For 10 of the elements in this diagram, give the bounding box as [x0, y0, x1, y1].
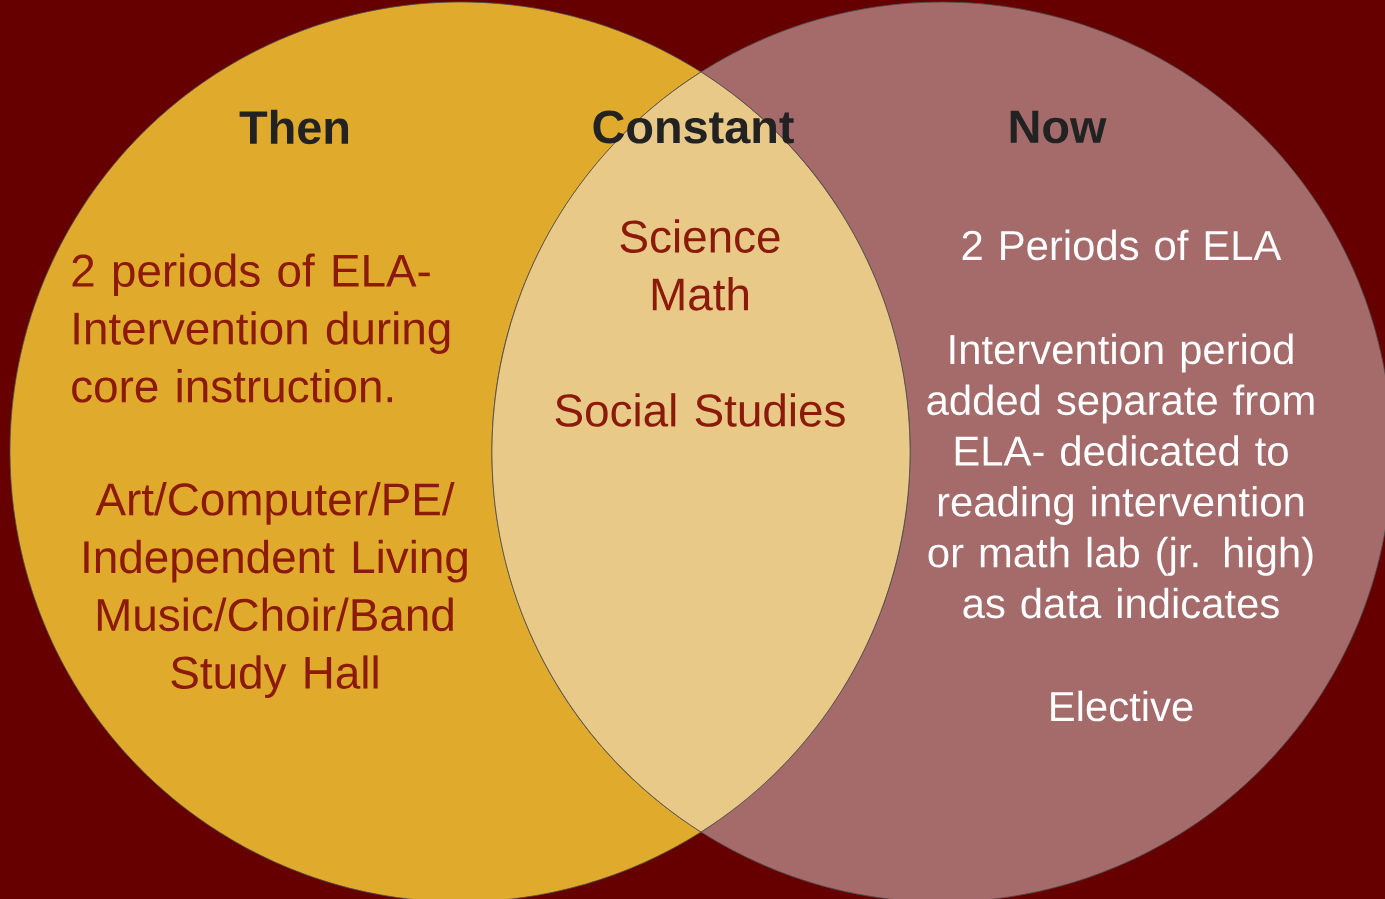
circle-text: 2 Periods of ELA [962, 229, 1282, 261]
circle-text: Art/Computer/PE/ Independent Living Music/Choir/Band Study Hall [84, 481, 467, 699]
circle-text: Social Studies [555, 393, 845, 427]
circle-heading: Then [239, 109, 349, 145]
circle-text: 2 periods of ELA- Intervention during core instruction. [72, 253, 450, 403]
circle-heading: Now [1010, 110, 1107, 144]
circle-text: Intervention period added separate from ELA- dedicated to reading intervention or math lab (jr. high) as data indicates [927, 333, 1314, 619]
circle-text: Science Math [620, 219, 780, 311]
circle-text: Elective [1051, 690, 1193, 722]
overlap-region [491, 71, 911, 833]
